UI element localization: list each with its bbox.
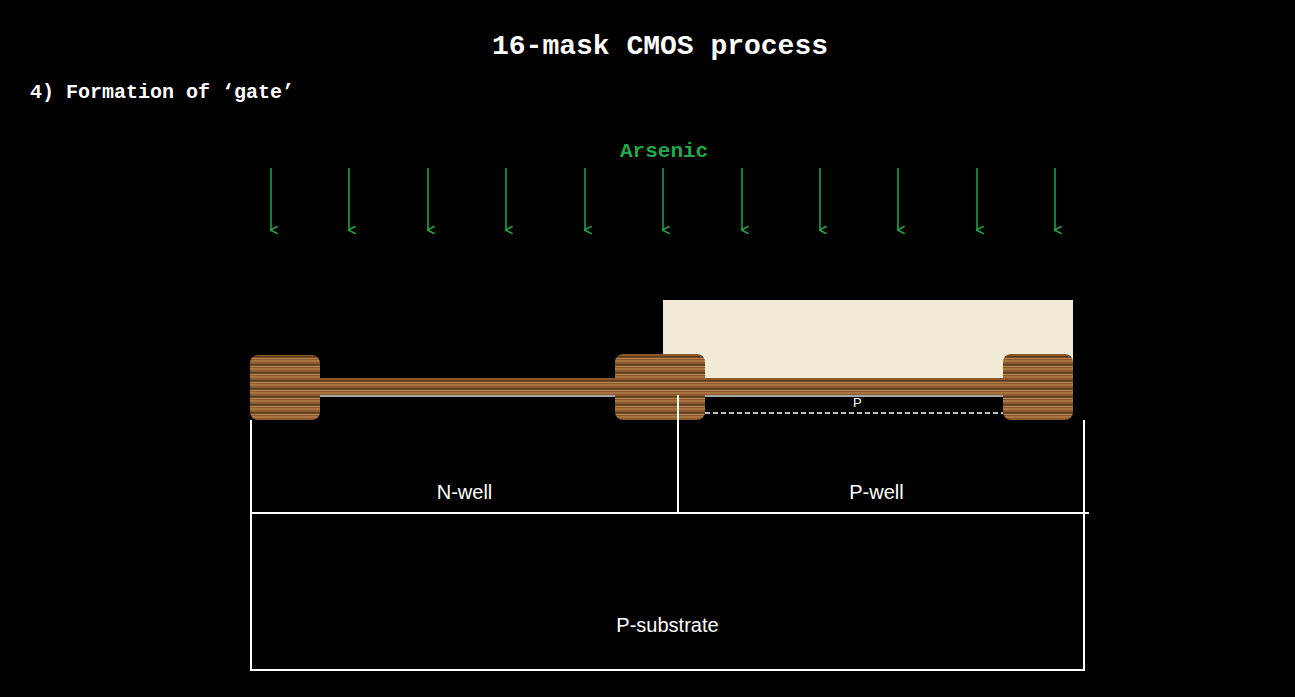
slide-title: 16-mask CMOS process bbox=[0, 31, 1295, 62]
poly-layer bbox=[318, 378, 618, 395]
gate-oxide bbox=[318, 395, 618, 397]
region-name: P-well bbox=[664, 481, 1089, 504]
well-region: N-well bbox=[252, 395, 679, 514]
region-name: N-well bbox=[252, 481, 677, 504]
implant-boundary bbox=[705, 412, 1003, 414]
implant-arrows bbox=[271, 168, 1055, 230]
dopant-label: Arsenic bbox=[620, 141, 708, 162]
region-name: P-substrate bbox=[252, 614, 1083, 637]
substrate-region: P-substrateN-wellP-well bbox=[250, 420, 1085, 671]
field-oxide bbox=[250, 355, 320, 420]
field-oxide bbox=[1003, 354, 1073, 420]
field-oxide bbox=[615, 354, 705, 420]
region-label: P bbox=[853, 396, 862, 409]
step-heading: 4) Formation of ‘gate’ bbox=[30, 83, 294, 103]
well-region: P-well bbox=[664, 395, 1089, 514]
poly-layer bbox=[702, 378, 1006, 395]
